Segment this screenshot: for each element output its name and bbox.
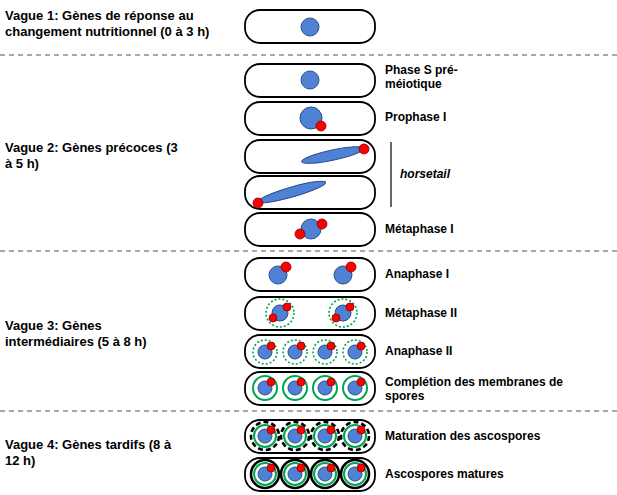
- spindle-pole-body: [253, 121, 369, 472]
- stage-label: Maturation des ascospores: [385, 429, 585, 443]
- stage-label: Prophase I: [385, 110, 535, 124]
- cell-outline: [245, 10, 375, 491]
- stage-label: Métaphase I: [385, 222, 535, 236]
- spore-membrane: [253, 376, 367, 485]
- mature-wall: [251, 460, 369, 488]
- wave-label: Vague 2: Gènes précoces (3 à 5 h): [5, 140, 180, 171]
- wave-label: Vague 1: Gènes de réponse au changement …: [5, 8, 243, 39]
- wave-label: Vague 3: Gènes intermédiaires (5 à 8 h): [5, 318, 180, 349]
- nucleus: [257, 18, 365, 481]
- stage-label: Anaphase II: [385, 344, 535, 358]
- maturing-wall: [251, 422, 369, 450]
- stage-label: Phase S pré-méiotique: [385, 63, 475, 92]
- bracket: [390, 142, 391, 207]
- stage-label: Métaphase II: [385, 306, 535, 320]
- stage-label: horsetail: [400, 167, 520, 181]
- forming-membrane: [253, 299, 367, 364]
- stage-label: Ascospores matures: [385, 467, 585, 481]
- wave-separator: [0, 55, 617, 411]
- stage-label: Anaphase I: [385, 267, 535, 281]
- wave-label: Vague 4: Gènes tardifs (8 à 12 h): [5, 437, 180, 468]
- stage-label: Complétion des membranes de spores: [385, 375, 565, 404]
